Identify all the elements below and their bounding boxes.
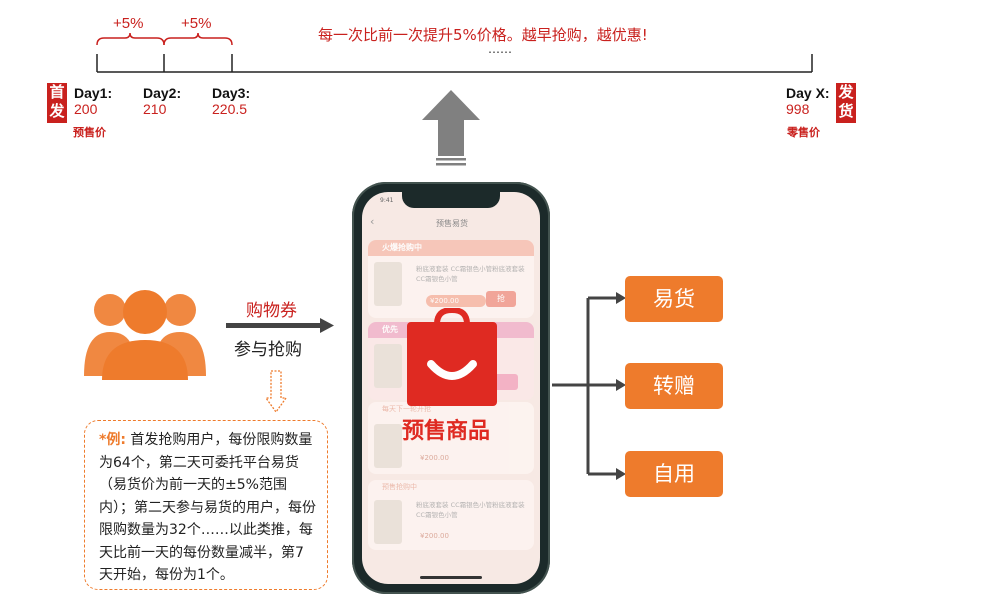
end-tag: 发货	[836, 83, 856, 123]
start-tag: 首发	[47, 83, 67, 123]
day2: Day2: 210	[143, 85, 182, 117]
presale-price-caption: 预售价	[73, 126, 106, 139]
join-label: 参与抢购	[234, 340, 302, 360]
example-note: *例: 首发抢购用户，每份限购数量为64个，第二天可委托平台易货（易货价为前一天…	[84, 420, 328, 590]
screen-title: 预售易货	[436, 219, 468, 228]
day3: Day3: 220.5	[212, 85, 251, 117]
product-image	[374, 344, 402, 388]
product-image	[374, 262, 402, 306]
day1: Day1: 200	[74, 85, 113, 117]
product-label: 预售商品	[402, 419, 491, 444]
users-icon	[84, 290, 206, 380]
right-arrow-icon	[226, 318, 334, 333]
product-image	[374, 500, 402, 544]
product-image	[374, 424, 402, 468]
outcome-barter: 易货	[625, 276, 723, 322]
note-text: 首发抢购用户，每份限购数量为64个，第二天可委托平台易货（易货价为前一天的±5%…	[99, 432, 316, 583]
increment-label-2: +5%	[181, 15, 212, 32]
timeline-headline: 每一次比前一次提升5%价格。越早抢购，越优惠!	[318, 26, 648, 44]
outcome-gift: 转赠	[625, 363, 723, 409]
down-arrow-icon	[264, 370, 288, 414]
timeline-lines	[96, 32, 813, 73]
status-time: 9:41	[380, 197, 394, 204]
note-lead: *例:	[99, 432, 126, 448]
product-card-3[interactable]: 每天下一轮开抢 ¥200.00	[368, 402, 534, 474]
outcome-self-use: 自用	[625, 451, 723, 497]
branch-arrows	[552, 292, 626, 480]
coupon-label: 购物券	[246, 301, 297, 321]
back-icon[interactable]: ‹	[370, 215, 375, 228]
timeline-ellipsis: ……	[488, 42, 512, 56]
day-x: Day X: 998	[786, 85, 830, 117]
shopping-bag-icon	[407, 308, 497, 406]
up-arrow-icon	[422, 90, 480, 166]
retail-price-caption: 零售价	[787, 126, 820, 139]
buy-button[interactable]: 抢	[486, 291, 516, 307]
phone-notch	[402, 192, 500, 208]
product-card-4[interactable]: 预售抢购中 粉底液套装 CC霜银色小管粉底液套装 CC霜银色小管 ¥200.00	[368, 480, 534, 550]
product-card-1[interactable]: 火爆抢购中 粉底液套装 CC霜银色小管粉底液套装 CC霜银色小管 ¥200.00…	[368, 240, 534, 318]
increment-label-1: +5%	[113, 15, 144, 32]
home-indicator	[420, 576, 482, 579]
